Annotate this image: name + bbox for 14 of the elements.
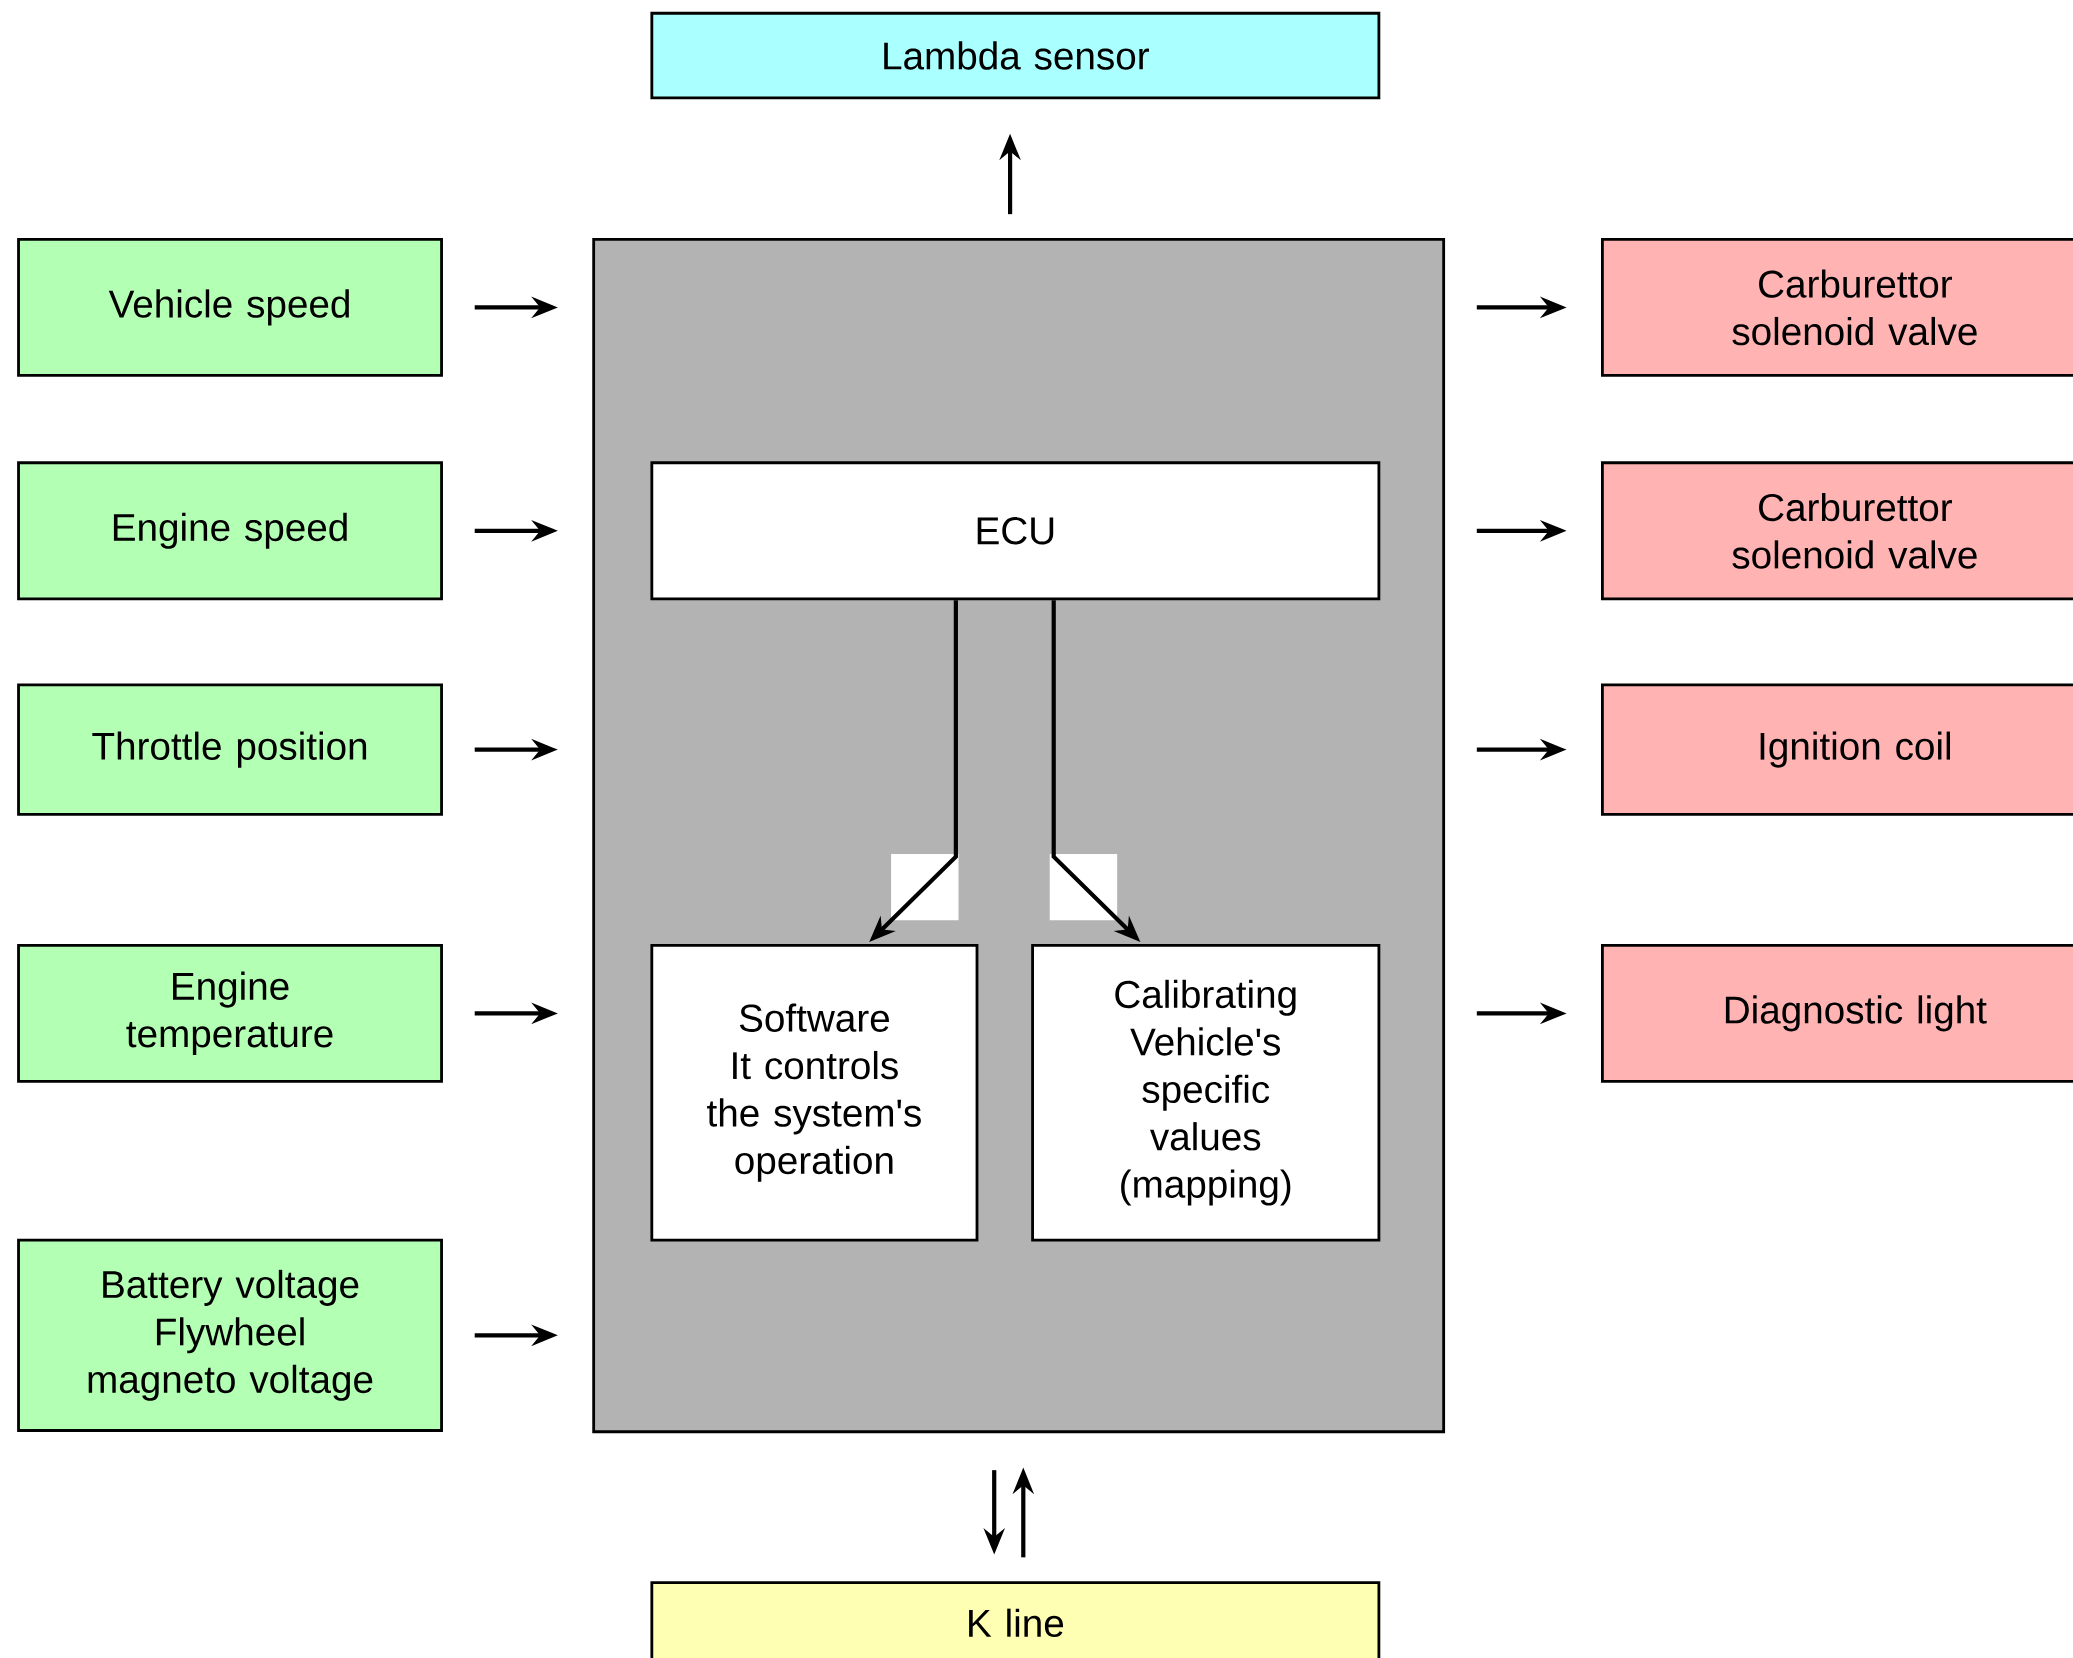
input-box: Vehicle speed [17, 237, 443, 377]
output-box: Carburettor solenoid valve [1601, 237, 2073, 377]
input-box: Engine speed [17, 461, 443, 601]
process-box: Calibrating Vehicle's specific values (mapping) [1031, 943, 1381, 1242]
input-box: Engine temperature [17, 943, 443, 1083]
process-box: ECU [650, 461, 1381, 601]
output-box: Ignition coil [1601, 683, 2073, 816]
output-box: Carburettor solenoid valve [1601, 461, 2073, 601]
interface-box: K line [650, 1581, 1381, 1658]
sensor-box: Lambda sensor [650, 11, 1381, 100]
process-box: Software It controls the system's operation [650, 943, 979, 1242]
output-box: Diagnostic light [1601, 943, 2073, 1083]
input-box: Battery voltage Flywheel magneto voltage [17, 1238, 443, 1432]
input-box: Throttle position [17, 683, 443, 816]
